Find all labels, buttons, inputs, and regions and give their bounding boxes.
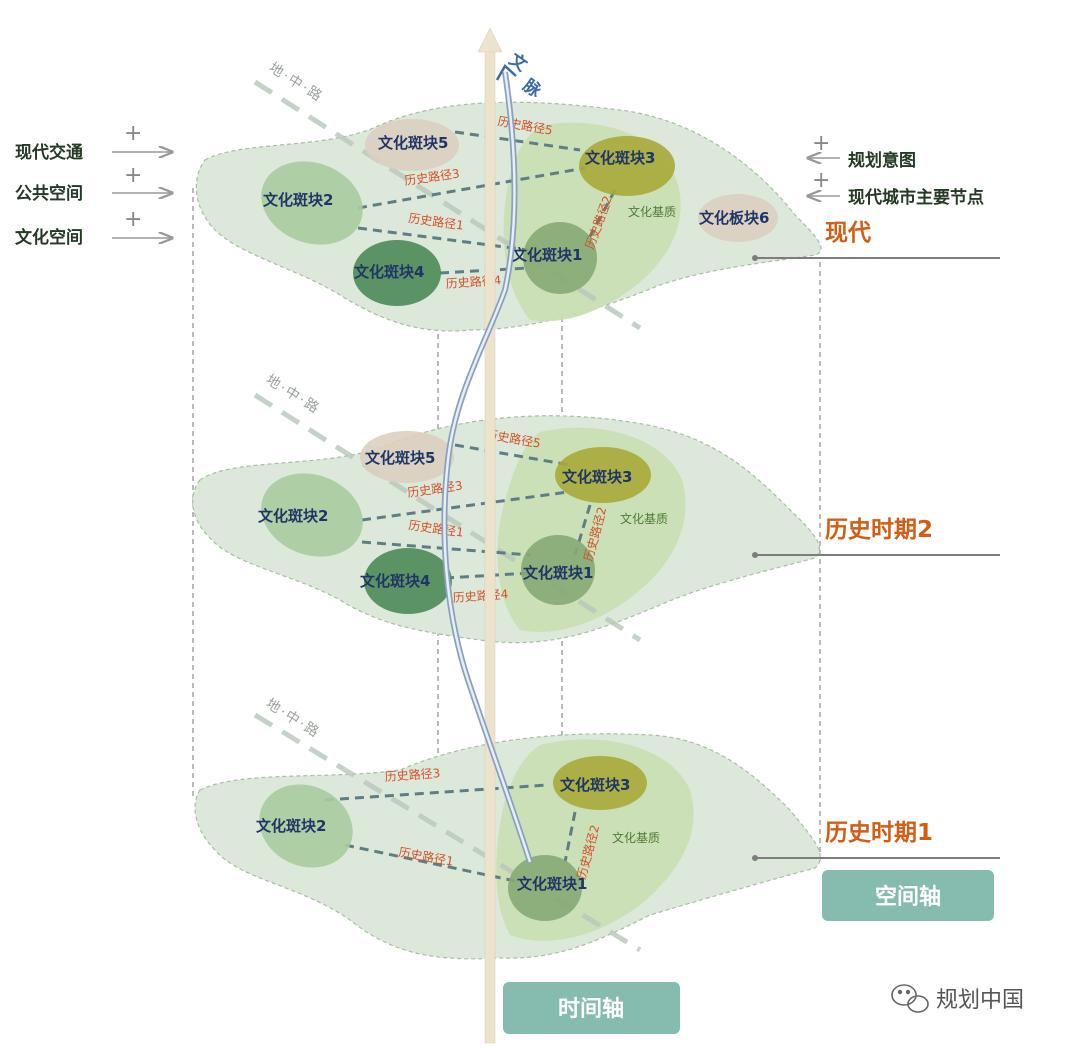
legend-modern-traffic: 现代交通 <box>15 142 83 163</box>
legend-modern-city-nodes: 现代城市主要节点 <box>848 187 984 208</box>
patch-3-label: 文化斑块3 <box>560 776 630 794</box>
patch-6-label: 文化板块6 <box>699 209 769 227</box>
patch-5-label: 文化斑块5 <box>365 449 435 467</box>
road-line <box>253 712 642 953</box>
cultural-patch-4 <box>353 240 441 306</box>
cultural-patch-5 <box>365 119 459 171</box>
base-label: 文化基质 <box>620 511 668 526</box>
cultural-patch-1 <box>521 535 595 605</box>
period-markers <box>752 255 1000 861</box>
cultural-patch-2 <box>259 784 353 868</box>
time-axis-label: 时间轴 <box>558 996 624 1022</box>
time-axis-badge: 时间轴 <box>503 982 680 1034</box>
plus-icon: + <box>812 168 830 193</box>
time-axis-arrow <box>477 27 503 1044</box>
plus-icon: + <box>124 207 142 232</box>
historic-path-lines <box>361 443 592 580</box>
base-label: 文化基质 <box>612 830 660 845</box>
wenmai-char-2: 脉 <box>518 74 546 102</box>
historic-path-lines <box>357 130 617 275</box>
patch-2-label: 文化斑块2 <box>258 507 328 525</box>
road-label: 地·中·路 <box>263 696 323 742</box>
cultural-patch-3 <box>553 756 647 810</box>
legend-planning-intent: 规划意图 <box>848 150 916 171</box>
plus-icon: + <box>124 163 142 188</box>
left-legend: 现代交通 + 公共空间 + 文化空间 + <box>15 121 172 248</box>
layer-modern: 地·中·路 文化斑块5 文化斑块2 文化斑块3 文化斑块4 文化斑块1 文化板块… <box>195 60 822 332</box>
road-label: 地·中·路 <box>263 372 323 418</box>
road-line <box>253 79 642 331</box>
cultural-patch-1 <box>508 855 582 921</box>
patch-3-label: 文化斑块3 <box>562 468 632 486</box>
legend-cultural-space: 文化空间 <box>15 227 83 248</box>
road-label: 地·中·路 <box>266 60 326 106</box>
patch-4-label: 文化斑块4 <box>354 263 424 281</box>
patch-1-label: 文化斑块1 <box>512 246 582 264</box>
space-axis-badge: 空间轴 <box>822 870 994 921</box>
plus-icon: + <box>812 131 830 156</box>
patch-1-label: 文化斑块1 <box>523 564 593 582</box>
historic-path-lines <box>324 783 577 884</box>
patch-5-label: 文化斑块5 <box>378 134 448 152</box>
space-axis-label: 空间轴 <box>875 884 941 910</box>
layer-history-period-1: 地·中·路 文化斑块2 文化斑块3 文化斑块1 历史路径3 历史路径1 历史路径… <box>194 696 821 960</box>
cultural-patch-6 <box>698 194 778 242</box>
patch-4-label: 文化斑块4 <box>360 572 430 590</box>
cultural-patch-3 <box>555 447 651 503</box>
right-legend: + 规划意图 + 现代城市主要节点 <box>808 131 984 208</box>
cultural-patch-3 <box>579 136 675 196</box>
road-line <box>253 392 642 643</box>
wenmai-curve <box>441 64 533 863</box>
patch-1-label: 文化斑块1 <box>517 875 587 893</box>
period-label-modern: 现代 <box>825 220 871 246</box>
patch-2-label: 文化斑块2 <box>263 191 333 209</box>
wenmai-char-1: 文 <box>505 49 532 77</box>
cultural-patch-4 <box>364 548 452 614</box>
cultural-patch-2 <box>261 161 363 245</box>
patch-2-label: 文化斑块2 <box>256 817 326 835</box>
cultural-patch-5 <box>360 431 454 483</box>
plus-icon: + <box>124 121 142 146</box>
layer-history-period-2: 地·中·路 文化斑块5 文化斑块2 文化斑块3 文化斑块4 文化斑块1 历史路径… <box>192 372 821 644</box>
patch-3-label: 文化斑块3 <box>585 149 655 167</box>
cultural-patch-1 <box>523 222 597 294</box>
path-3-label: 历史路径3 <box>384 765 441 784</box>
legend-public-space: 公共空间 <box>15 183 83 204</box>
brand-watermark: 规划中国 <box>891 984 1024 1013</box>
base-label: 文化基质 <box>628 204 676 219</box>
cultural-patch-2 <box>261 473 363 557</box>
wechat-icon <box>891 984 929 1013</box>
period-label-history-2: 历史时期2 <box>825 517 933 543</box>
period-label-history-1: 历史时期1 <box>825 820 933 846</box>
brand-text: 规划中国 <box>936 988 1024 1013</box>
